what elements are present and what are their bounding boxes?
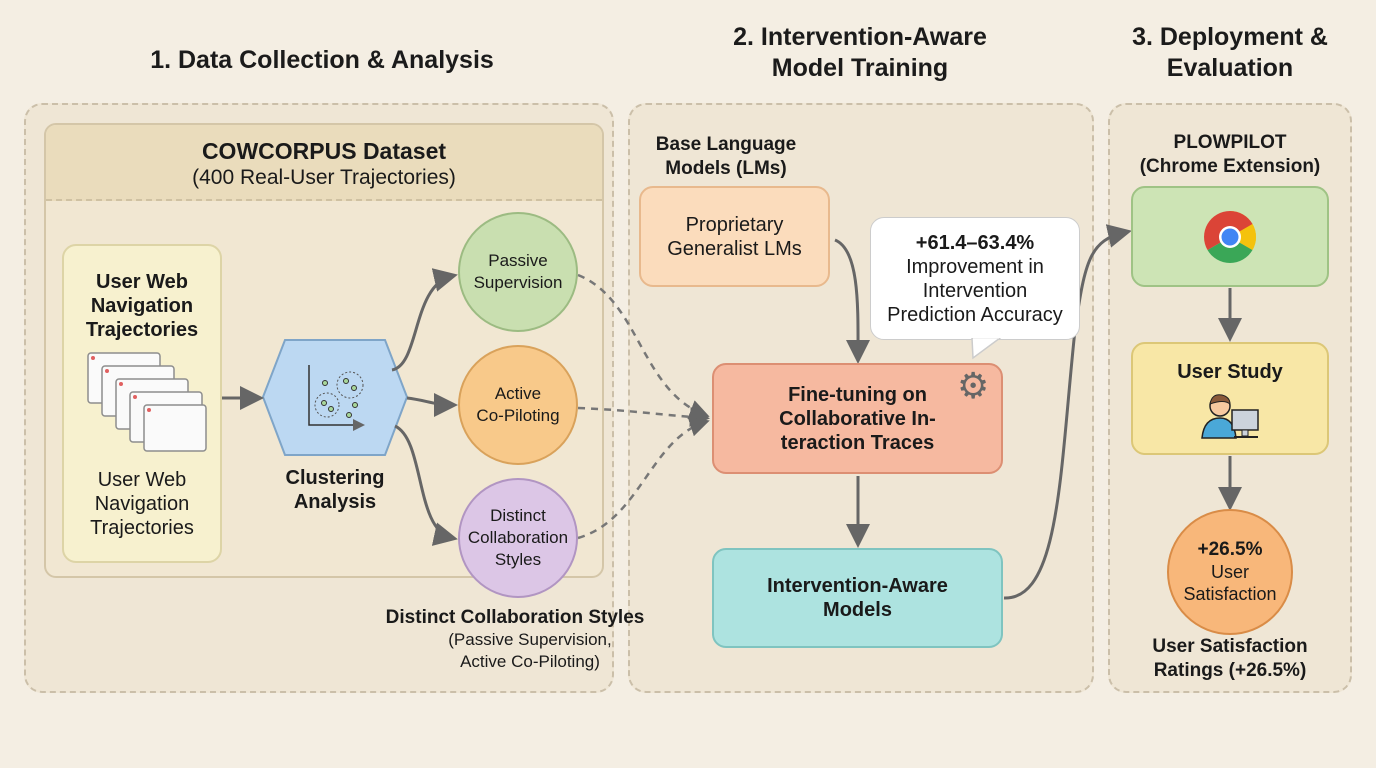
user-study-box: User Study (1131, 342, 1329, 455)
callout-tail (971, 338, 1002, 360)
user-at-computer-icon (1201, 394, 1259, 439)
dataset-title: COWCORPUS Dataset (201, 138, 447, 164)
chrome-extension-box (1131, 186, 1329, 287)
browser-windows-icon (87, 352, 207, 452)
styles-caption: Distinct Collaboration Styles (Passive S… (385, 607, 645, 671)
dataset-header: COWCORPUS Dataset (400 Real-User Traject… (46, 125, 602, 201)
chrome-icon (1204, 210, 1256, 263)
stage-3-title: 3. Deployment &Evaluation (1132, 23, 1328, 82)
clustering-hexagon (261, 339, 409, 456)
dataset-subtitle: (400 Real-User Trajectories) (192, 166, 456, 189)
plowpilot-label: PLOWPILOT(Chrome Extension) (1139, 132, 1321, 177)
stage-1-title: 1. Data Collection & Analysis (150, 46, 494, 74)
gear-icon: ⚙ (957, 365, 990, 406)
